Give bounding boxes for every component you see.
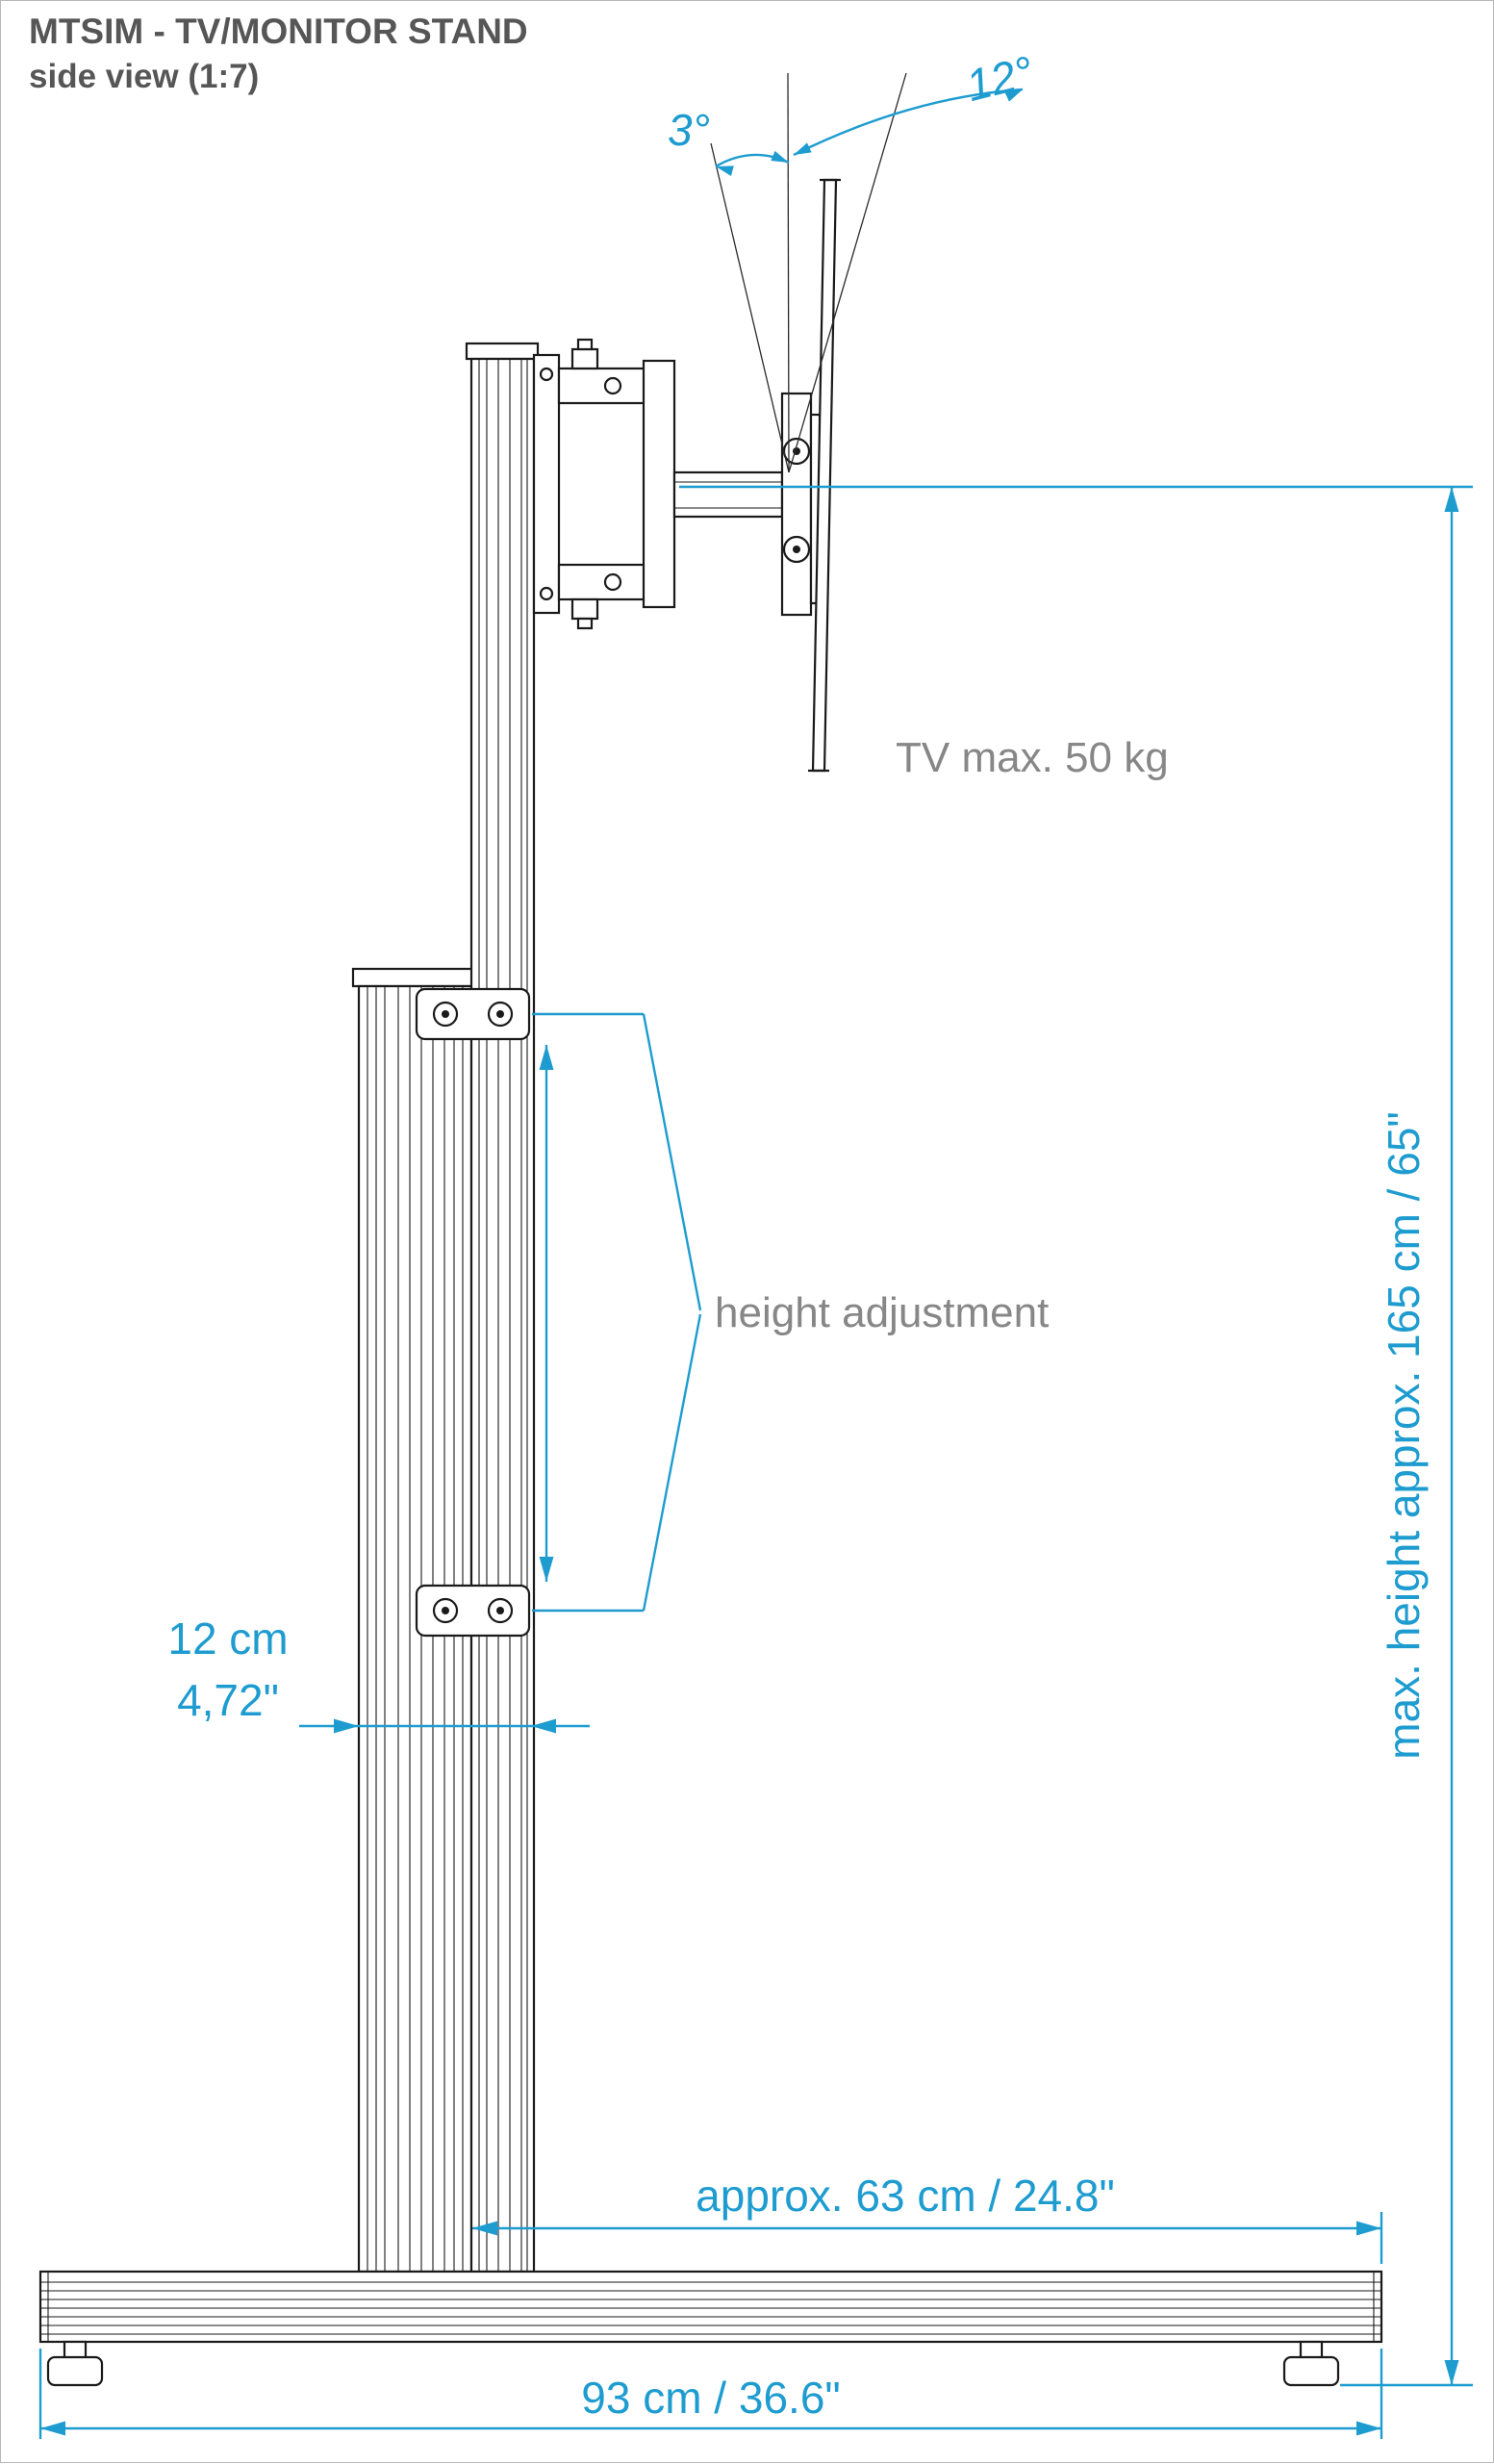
- clamp-top-bolt-left-center: [442, 1010, 449, 1018]
- drawing-subtitle: side view (1:7): [29, 58, 259, 95]
- dim-height-adjustment: [532, 1012, 702, 1613]
- angle-12-arrow-right: [1004, 89, 1023, 102]
- mount-pole-bolt-top: [539, 367, 554, 382]
- base-width-extensions: [38, 2349, 1383, 2439]
- max-height-arrow-top: [1444, 487, 1459, 512]
- clamp-plate-bottom: [415, 1584, 531, 1638]
- drawing-title: MTSIM - TV/MONITOR STAND: [29, 12, 528, 51]
- foot-left-stem: [63, 2340, 88, 2360]
- height-adjust-arrow-down: [539, 1557, 554, 1582]
- mount-bolt-head-top: [570, 347, 599, 370]
- angle-3-label: 3°: [668, 105, 710, 155]
- base-width-arrow-right: [1356, 2421, 1381, 2436]
- inner-pole: [465, 342, 540, 2273]
- clamp-plate-top: [415, 987, 531, 1041]
- foot-left: [46, 2340, 104, 2387]
- front-depth-arrow-right: [1356, 2221, 1381, 2236]
- max-height-label: max. height approx. 165 cm / 65": [1379, 1111, 1429, 1759]
- base-bar: [38, 2270, 1383, 2344]
- tv-panel-end-caps: [808, 178, 841, 773]
- tv-mount-assembly: [532, 338, 822, 630]
- mount-pivot-bottom-center: [793, 546, 800, 553]
- tv-panel: [808, 178, 841, 773]
- back-tilt-line: [710, 142, 790, 473]
- inner-pole-profile-lines: [478, 359, 528, 2272]
- angle-12-label: 12°: [961, 46, 1038, 111]
- mount-arm-bolt-top: [603, 376, 622, 395]
- base-profile-lines: [40, 2272, 1381, 2342]
- mount-bolt-cap-top: [576, 338, 594, 351]
- tv-weight-label: TV max. 50 kg: [896, 734, 1169, 781]
- base-width-arrow-left: [40, 2421, 65, 2436]
- height-adjust-arrow-up: [539, 1045, 554, 1070]
- offset-arrow-right: [531, 1718, 556, 1734]
- dim-angle-forward-tilt: 12°: [793, 46, 1038, 157]
- angle-12-arc: [793, 88, 1024, 157]
- foot-right: [1282, 2340, 1340, 2387]
- mount-tv-bracket: [780, 392, 813, 617]
- angle-3-arrow-right: [771, 150, 789, 163]
- dim-front-depth: approx. 63 cm / 24.8": [472, 2171, 1383, 2264]
- dim-max-height: max. height approx. 165 cm / 65": [679, 485, 1473, 2387]
- outer-column-cap: [351, 967, 477, 988]
- forward-tilt-line: [788, 72, 907, 473]
- mount-pole-plate: [532, 353, 561, 615]
- base-extrusion: [38, 2270, 1383, 2344]
- mount-arm-tube: [672, 470, 784, 519]
- angle-3-arrow-left: [716, 165, 734, 176]
- inner-pole-cap: [465, 342, 540, 361]
- offset-arrow-left: [334, 1718, 359, 1734]
- height-adjust-leader-lines: [642, 1013, 702, 1612]
- mount-pole-bolt-bottom: [539, 586, 554, 601]
- height-adjustment-label: height adjustment: [715, 1289, 1049, 1336]
- vertical-reference-line: [787, 72, 790, 473]
- foot-left-pad: [46, 2355, 104, 2387]
- dim-adjust-offset: 12 cm 4,72": [167, 1613, 590, 1734]
- mount-arm-bolt-bottom: [603, 572, 622, 592]
- tilt-construction-lines: [710, 72, 907, 473]
- mount-bolt-cap-bottom: [576, 617, 594, 630]
- foot-right-stem: [1299, 2340, 1324, 2360]
- mount-connector-plate: [642, 359, 676, 609]
- mount-bolt-head-bottom: [570, 597, 599, 621]
- clamp-bottom-bolt-left-center: [442, 1607, 449, 1614]
- front-depth-label: approx. 63 cm / 24.8": [696, 2171, 1115, 2221]
- foot-right-pad: [1282, 2355, 1340, 2387]
- offset-in-label: 4,72": [177, 1675, 279, 1725]
- clamp-bottom-bolt-right-center: [496, 1607, 504, 1614]
- height-adjust-extensions: [532, 1012, 644, 1613]
- clamp-top-bolt-right-center: [496, 1010, 504, 1018]
- mount-arm-tube-lines: [674, 481, 782, 509]
- base-width-label: 93 cm / 36.6": [581, 2373, 840, 2423]
- front-depth-arrow-left: [472, 2221, 497, 2236]
- max-height-arrow-bottom: [1444, 2360, 1459, 2385]
- dim-angle-back-tilt: 3°: [668, 105, 790, 176]
- inner-pole-body: [469, 357, 536, 2273]
- offset-cm-label: 12 cm: [167, 1613, 288, 1664]
- angle-12-arrow-left: [794, 142, 812, 155]
- dim-base-width: 93 cm / 36.6": [38, 2349, 1383, 2439]
